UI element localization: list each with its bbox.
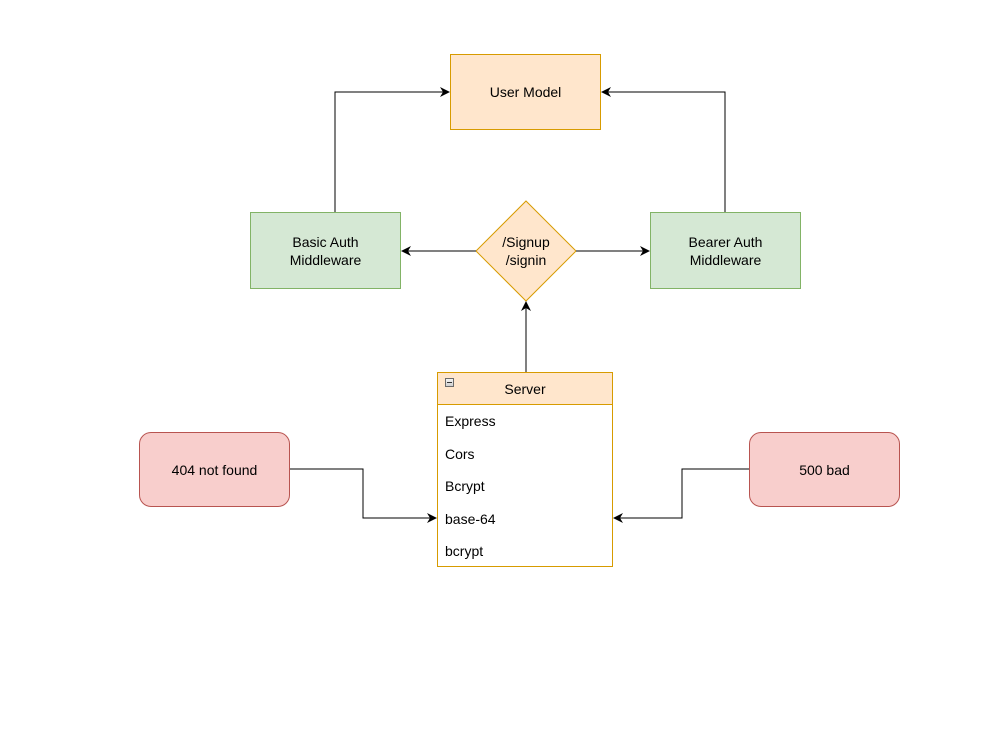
error-404-node[interactable]: 404 not found (139, 432, 290, 507)
edge-bearer-auth-to-user-model[interactable] (601, 87, 726, 212)
edge-500-to-server[interactable] (613, 468, 749, 523)
server-item-bcrypt[interactable]: bcrypt (445, 543, 484, 559)
server-header[interactable]: Server (438, 373, 612, 405)
routes-label: /Signup /signin (502, 234, 550, 268)
edge-basic-auth-to-user-model[interactable] (334, 87, 450, 212)
user-model-node[interactable]: User Model (450, 54, 601, 130)
server-item-list: Express Cors Bcrypt base-64 bcrypt (438, 405, 612, 568)
basic-auth-label: Basic Auth Middleware (289, 233, 362, 268)
collapse-icon[interactable] (445, 378, 454, 387)
server-container[interactable]: Server Express Cors Bcrypt base-64 bcryp… (437, 372, 613, 567)
edge-404-to-server[interactable] (290, 468, 437, 523)
server-item-express[interactable]: Express (445, 413, 496, 429)
error-404-label: 404 not found (171, 461, 258, 478)
error-500-label: 500 bad (799, 461, 850, 478)
server-item-cors[interactable]: Cors (445, 445, 475, 462)
basic-auth-node[interactable]: Basic Auth Middleware (250, 212, 401, 289)
user-model-label: User Model (489, 84, 562, 100)
error-500-node[interactable]: 500 bad (749, 432, 900, 507)
bearer-auth-label: Bearer Auth Middleware (688, 233, 763, 268)
server-item-bcrypt-upper[interactable]: Bcrypt (445, 478, 485, 494)
bearer-auth-node[interactable]: Bearer Auth Middleware (650, 212, 801, 289)
server-title: Server (504, 380, 546, 397)
server-item-base64[interactable]: base-64 (445, 510, 496, 527)
